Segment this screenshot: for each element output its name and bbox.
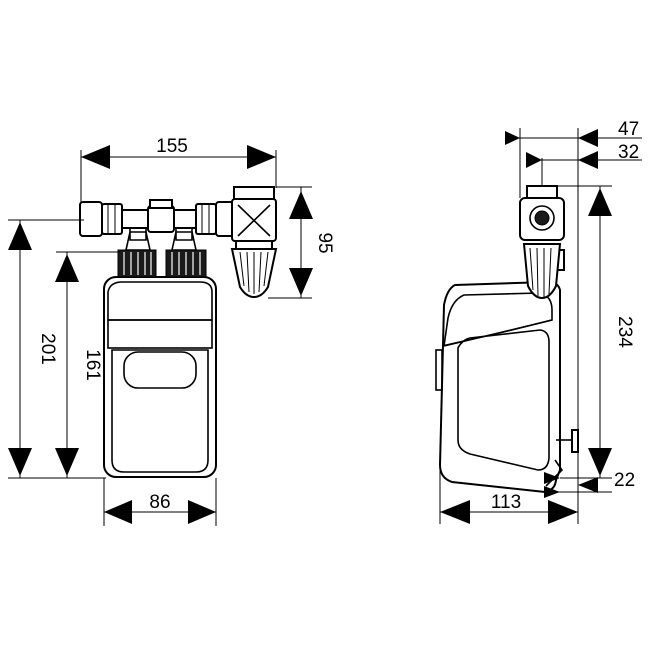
right-connector (165, 231, 207, 278)
front-lower-panel (111, 349, 209, 473)
dim-side-total-height: 234 (527, 185, 635, 479)
dim-fitting-height-label: 95 (314, 232, 335, 253)
dim-front-width-label: 155 (156, 136, 188, 157)
front-valve (230, 186, 278, 299)
front-top-cap (107, 281, 213, 321)
dim-front-width: 155 (80, 136, 277, 204)
side-view (435, 185, 579, 494)
dim-front-body-width: 86 (103, 478, 217, 526)
side-inner-panel (457, 329, 550, 471)
dim-side-depth-label: 113 (491, 492, 521, 513)
dim-side-bottom-offset-label: 22 (614, 470, 635, 491)
side-clip (435, 349, 443, 391)
dim-front-total-height-label: 201 (37, 333, 58, 365)
dim-fitting-height: 95 (268, 186, 335, 299)
dim-side-offset-outer-label: 47 (618, 119, 639, 140)
dim-front-body-width-label: 86 (149, 492, 170, 513)
front-display-window (123, 351, 197, 389)
dim-side-offset-outer: 47 (505, 119, 642, 470)
dim-front-total-height: 201 (8, 219, 106, 479)
dim-side-bottom-offset: 22 (544, 470, 635, 498)
left-connector (117, 231, 157, 278)
dim-side-total-height-label: 234 (614, 316, 635, 348)
front-band (107, 319, 213, 349)
side-fitting (519, 185, 565, 300)
dim-side-offset-inner-label: 32 (618, 142, 639, 163)
front-housing (103, 276, 217, 478)
dim-front-body-height-label: 161 (82, 349, 103, 381)
dim-side-offset-inner: 32 (526, 142, 642, 186)
front-view (79, 186, 278, 478)
dim-side-depth: 113 (439, 470, 579, 524)
front-fitting (79, 199, 235, 241)
dim-front-body-height: 161 (55, 251, 120, 478)
